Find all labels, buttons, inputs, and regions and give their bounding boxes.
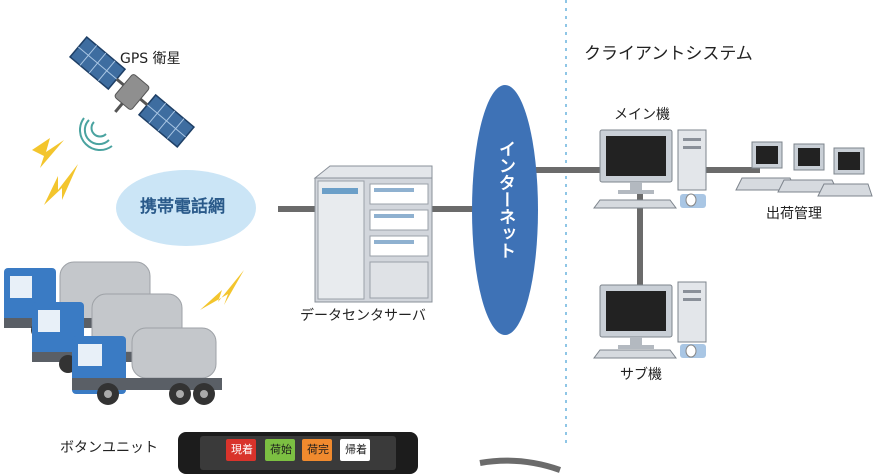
- shipping-label: 出荷管理: [766, 206, 822, 222]
- connector-lines: [278, 167, 760, 473]
- internet-label: インターネット: [495, 140, 515, 259]
- button-unit-label: ボタンユニット: [60, 440, 158, 456]
- sub-pc-icon: [593, 281, 707, 359]
- button-key[interactable]: [302, 439, 332, 461]
- button-key-label: 現着: [231, 443, 253, 456]
- mobile-network-label: 携帯電話網: [140, 197, 225, 217]
- shipping-terminals-icon: [735, 141, 873, 197]
- button-key[interactable]: [340, 439, 370, 461]
- main-pc-icon: [593, 129, 707, 209]
- button-key-label: 荷始: [270, 443, 292, 456]
- internet-cloud: [472, 85, 538, 335]
- lightning-icon: [32, 138, 244, 310]
- button-key-label: 帰着: [345, 443, 367, 456]
- client-system-label: クライアントシステム: [584, 44, 753, 64]
- button-key[interactable]: [265, 439, 295, 461]
- data-center-label: データセンタサーバ: [300, 308, 426, 324]
- sub-pc-label: サブ機: [620, 367, 662, 383]
- button-key[interactable]: [226, 439, 256, 461]
- data-center-server-icon: [313, 165, 433, 303]
- main-pc-label: メイン機: [614, 107, 670, 123]
- satellite-dish-icon: [79, 117, 113, 151]
- mobile-network-bubble: [116, 170, 256, 246]
- gps-satellite-icon: [68, 35, 196, 149]
- button-key-label: 荷完: [307, 443, 329, 456]
- button-unit-device: [178, 432, 418, 474]
- mixer-truck-icon: [72, 327, 222, 405]
- gps-label: GPS 衛星: [120, 51, 181, 67]
